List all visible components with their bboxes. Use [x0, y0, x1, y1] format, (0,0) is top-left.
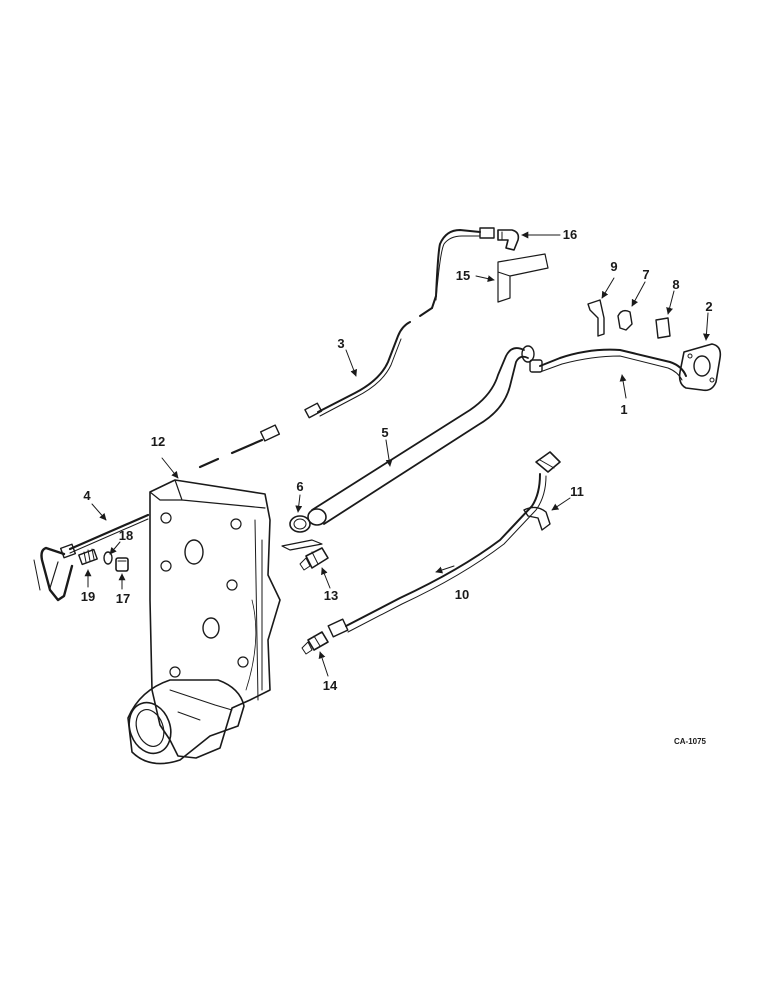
- callout-4: 4: [83, 488, 91, 503]
- callout-9: 9: [610, 259, 617, 274]
- callout-18: 18: [119, 528, 133, 543]
- callout-14: 14: [323, 678, 338, 693]
- figure-code: CA-1075: [674, 737, 707, 746]
- hose-clamp-part-6: [281, 515, 323, 551]
- callout-17: 17: [116, 591, 130, 606]
- callout-16: 16: [563, 227, 577, 242]
- tube-part-4: [33, 424, 281, 602]
- callout-2: 2: [705, 299, 712, 314]
- clip-part-8: [655, 317, 671, 339]
- callout-1: 1: [620, 402, 627, 417]
- fitting-part-14: [301, 631, 329, 655]
- callout-19: 19: [81, 589, 95, 604]
- clip-part-11: [523, 506, 551, 531]
- tube-part-10: [327, 451, 561, 638]
- fitting-part-13: [299, 547, 329, 571]
- fitting-set-17-19: [59, 543, 129, 572]
- elbow-fitting-part-16: [497, 229, 520, 251]
- callout-10: 10: [455, 587, 469, 602]
- clip-part-9: [587, 299, 605, 337]
- leader-lines: [84, 231, 710, 677]
- tube-part-3: [304, 227, 495, 419]
- callout-12: 12: [151, 434, 165, 449]
- callout-11: 11: [570, 484, 584, 499]
- callout-5: 5: [381, 425, 388, 440]
- callout-15: 15: [456, 268, 470, 283]
- callout-8: 8: [672, 277, 679, 292]
- callout-3: 3: [337, 336, 344, 351]
- flange-part-2: [678, 343, 722, 392]
- hose-part-5: [307, 345, 535, 526]
- clip-part-7: [617, 309, 633, 331]
- callout-13: 13: [324, 588, 338, 603]
- tube-part-1: [529, 348, 687, 381]
- callout-6: 6: [296, 479, 303, 494]
- callout-7: 7: [642, 267, 649, 282]
- housing-cover: [127, 479, 281, 765]
- callout-labels: 1 2 3 4 5 6 7 8 9 10 11 12 13 14 15 16 1…: [81, 227, 713, 693]
- bracket-part-15: [497, 253, 549, 303]
